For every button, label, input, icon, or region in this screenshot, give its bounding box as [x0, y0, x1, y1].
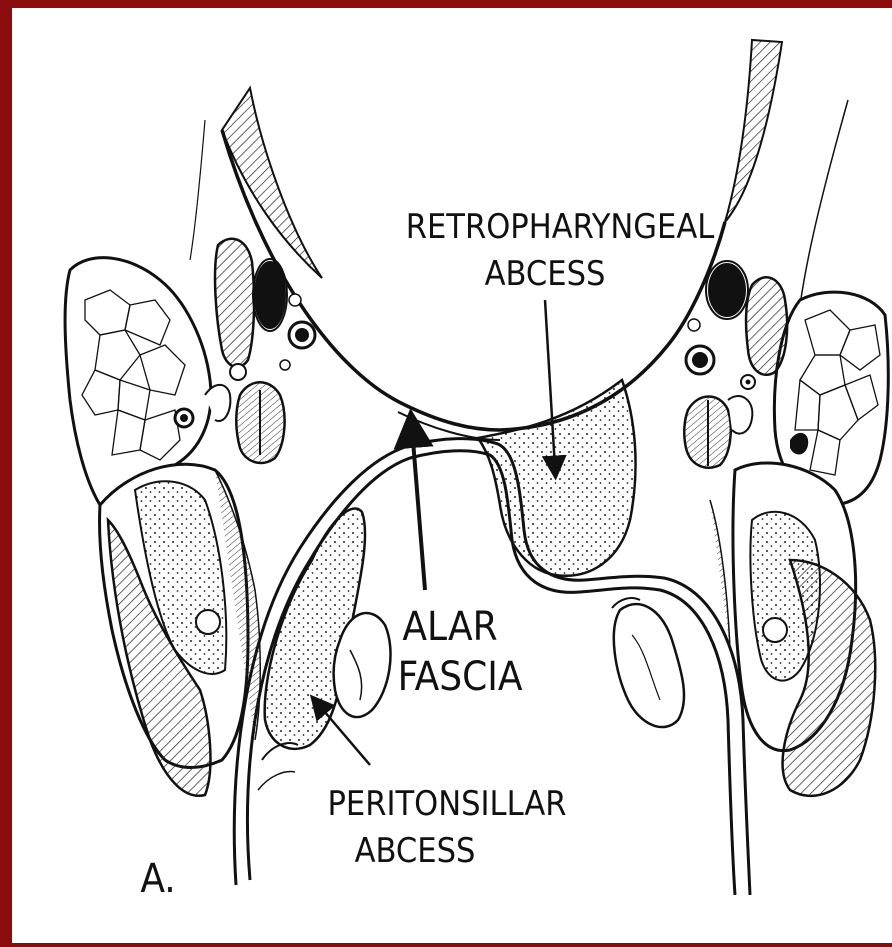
right-tonsil	[614, 604, 684, 727]
alar-fascia-arrow	[412, 428, 425, 590]
alar-fascia-label-line1: ALAR	[402, 604, 497, 650]
left-jugular-vein	[255, 262, 285, 328]
retropharyngeal-label-line2: ABCESS	[485, 254, 606, 294]
left-muscle-oval	[215, 239, 254, 367]
panel-letter: A.	[140, 856, 175, 902]
right-jugular-vein	[709, 264, 745, 316]
right-muscle-oval	[746, 277, 787, 374]
peritonsillar-label-line1: PERITONSILLAR	[327, 784, 566, 824]
upper-right-hatched-wedge	[725, 40, 782, 222]
pharyngeal-wall	[222, 130, 725, 430]
retropharyngeal-label-line1: RETROPHARYNGEAL	[406, 207, 715, 247]
left-small-vessel	[230, 364, 246, 380]
left-outer-line	[190, 120, 205, 260]
peritonsillar-label-line2: ABCESS	[355, 831, 476, 871]
alar-fascia-label-line2: FASCIA	[398, 654, 523, 700]
